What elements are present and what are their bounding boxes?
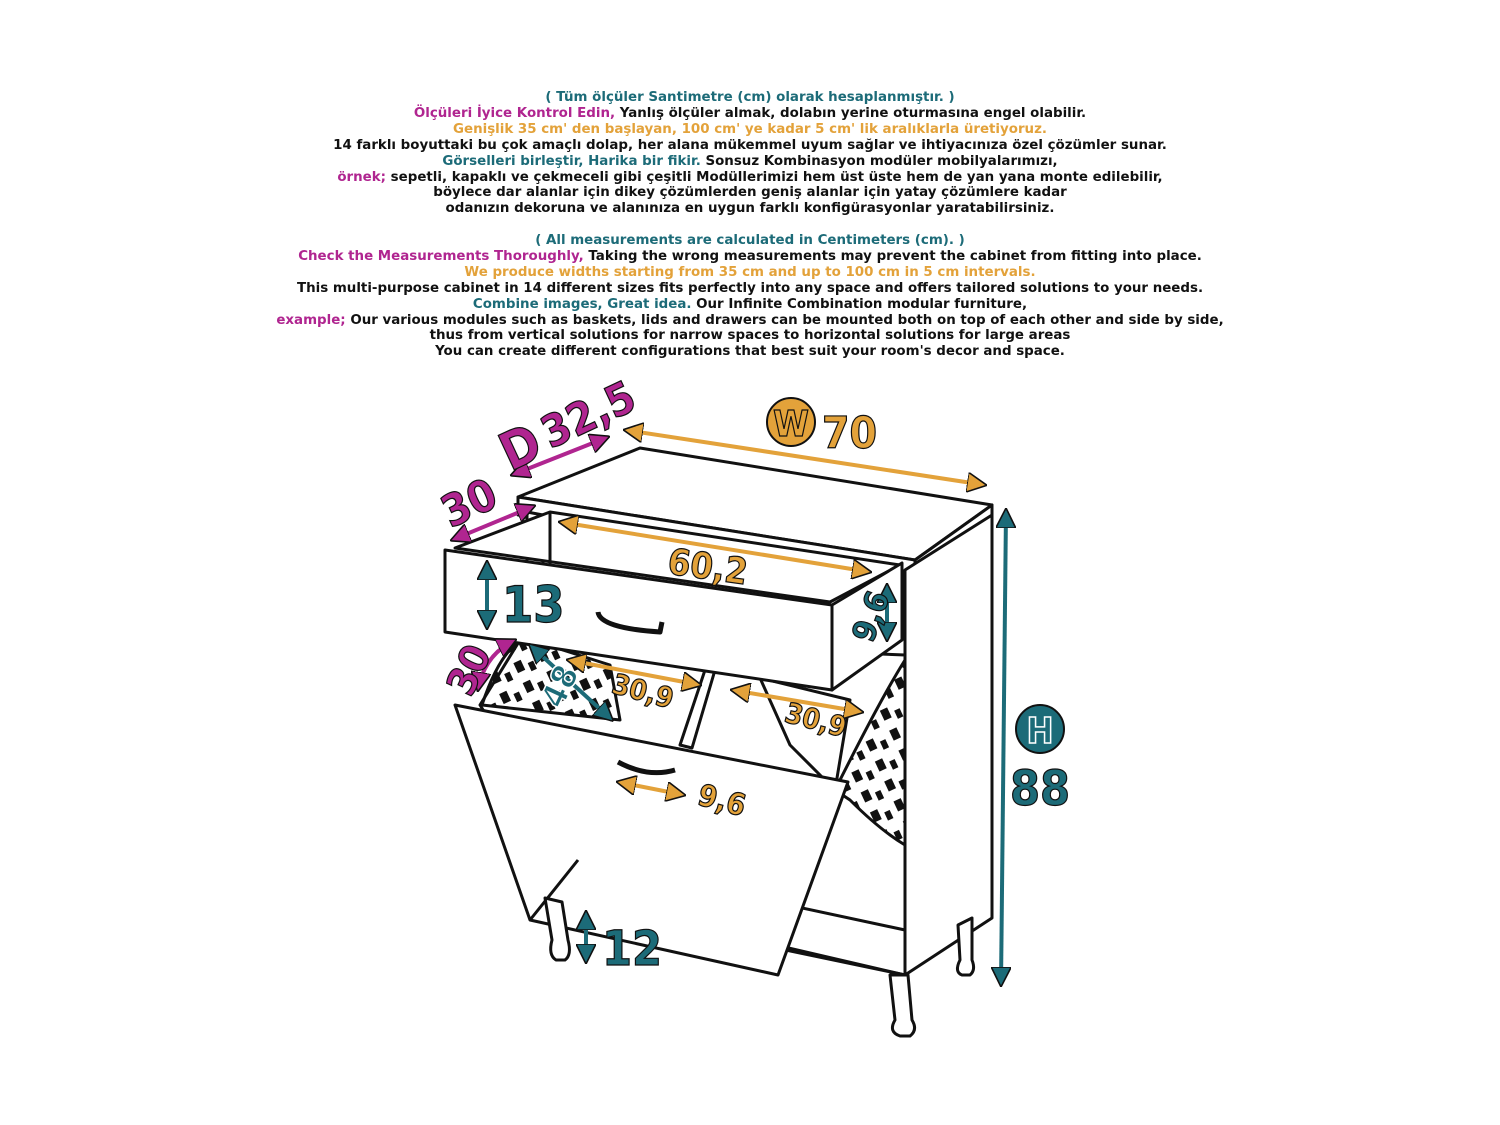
en-combine-text: Our Infinite Combination modular furnitu…	[691, 296, 1028, 312]
cabinet-right-side	[903, 513, 994, 977]
tr-check-heading: Ölçüleri İyice Kontrol Edin,	[413, 105, 616, 121]
en-line-5: Combine images, Great idea. Our Infinite…	[0, 297, 1500, 313]
tr-line-8: odanızın dekoruna ve alanınıza en uygun …	[445, 201, 1055, 217]
width-badge	[766, 397, 816, 447]
en-line-8: You can create different configurations …	[435, 344, 1065, 360]
tr-check-text: Yanlış ölçüler almak, dolabın yerine otu…	[615, 105, 1087, 121]
flap-offset-arrow	[618, 782, 684, 795]
height-badge	[1015, 704, 1065, 754]
tr-line-1: ( Tüm ölçüler Santimetre (cm) olarak hes…	[545, 90, 955, 105]
tr-combine-text: Sonsuz Kombinasyon modüler mobilyalarımı…	[700, 153, 1058, 169]
tr-line-4: 14 farklı boyuttaki bu çok amaçlı dolap,…	[333, 137, 1167, 153]
flap-handle	[616, 759, 676, 776]
en-check-heading: Check the Measurements Thoroughly,	[298, 248, 584, 264]
en-line-1: ( All measurements are calculated in Cen…	[535, 233, 965, 248]
top-depth-value: 30	[434, 469, 505, 539]
basket-depth-arrow	[478, 640, 515, 690]
en-line-6: example; Our various modules such as bas…	[0, 313, 1500, 329]
en-line-3: We produce widths starting from 35 cm an…	[464, 264, 1036, 280]
english-description: ( All measurements are calculated in Cen…	[0, 233, 1500, 360]
en-line-7: thus from vertical solutions for narrow …	[429, 328, 1071, 344]
height-value: 88	[1010, 761, 1070, 817]
leg-height-value: 12	[602, 921, 662, 977]
width-letter: W	[773, 404, 809, 445]
drawer-height-value: 13	[502, 576, 565, 634]
leg-back-right	[955, 916, 976, 977]
width-value: 70	[822, 408, 877, 459]
basket-left-arrow	[568, 660, 700, 685]
right-basket-side	[833, 658, 907, 847]
tr-line-6: örnek; sepetli, kapaklı ve çekmeceli gib…	[0, 170, 1500, 186]
tr-line-7: böylece dar alanlar için dikey çözümlerd…	[433, 185, 1067, 201]
height-arrow	[1001, 510, 1006, 985]
tr-combine-heading: Görselleri birleştir, Harika bir fikir.	[442, 153, 701, 169]
dimension-arrows	[452, 430, 1006, 985]
en-combine-heading: Combine images, Great idea.	[472, 296, 692, 312]
cabinet-drawing	[443, 446, 994, 1038]
drawer-width-arrow	[560, 522, 870, 572]
tr-example-label: örnek;	[337, 169, 387, 185]
en-line-4: This multi-purpose cabinet in 14 differe…	[296, 280, 1204, 296]
basket-right-arrow	[732, 690, 862, 712]
en-line-2: Check the Measurements Thoroughly, Takin…	[0, 249, 1500, 265]
flap-lower-edge	[528, 859, 580, 921]
top-depth-arrow	[452, 506, 534, 540]
depth-arrow	[512, 437, 608, 475]
en-example-text: Our various modules such as baskets, lid…	[345, 312, 1224, 328]
tr-example-text: sepetli, kapaklı ve çekmeceli gibi çeşit…	[386, 169, 1163, 185]
tr-line-5: Görselleri birleştir, Harika bir fikir. …	[0, 154, 1500, 170]
leg-front-left	[543, 896, 571, 962]
tr-line-3: Genişlik 35 cm' den başlayan, 100 cm' ye…	[453, 121, 1047, 137]
en-check-text: Taking the wrong measurements may preven…	[583, 248, 1202, 264]
width-arrow	[625, 430, 985, 485]
turkish-description: ( Tüm ölçüler Santimetre (cm) olarak hes…	[0, 90, 1500, 217]
en-example-label: example;	[276, 312, 346, 328]
height-letter: H	[1026, 711, 1053, 752]
drawer-handle	[595, 611, 665, 635]
leg-front-right	[888, 973, 917, 1038]
tr-line-2: Ölçüleri İyice Kontrol Edin, Yanlış ölçü…	[0, 106, 1500, 122]
